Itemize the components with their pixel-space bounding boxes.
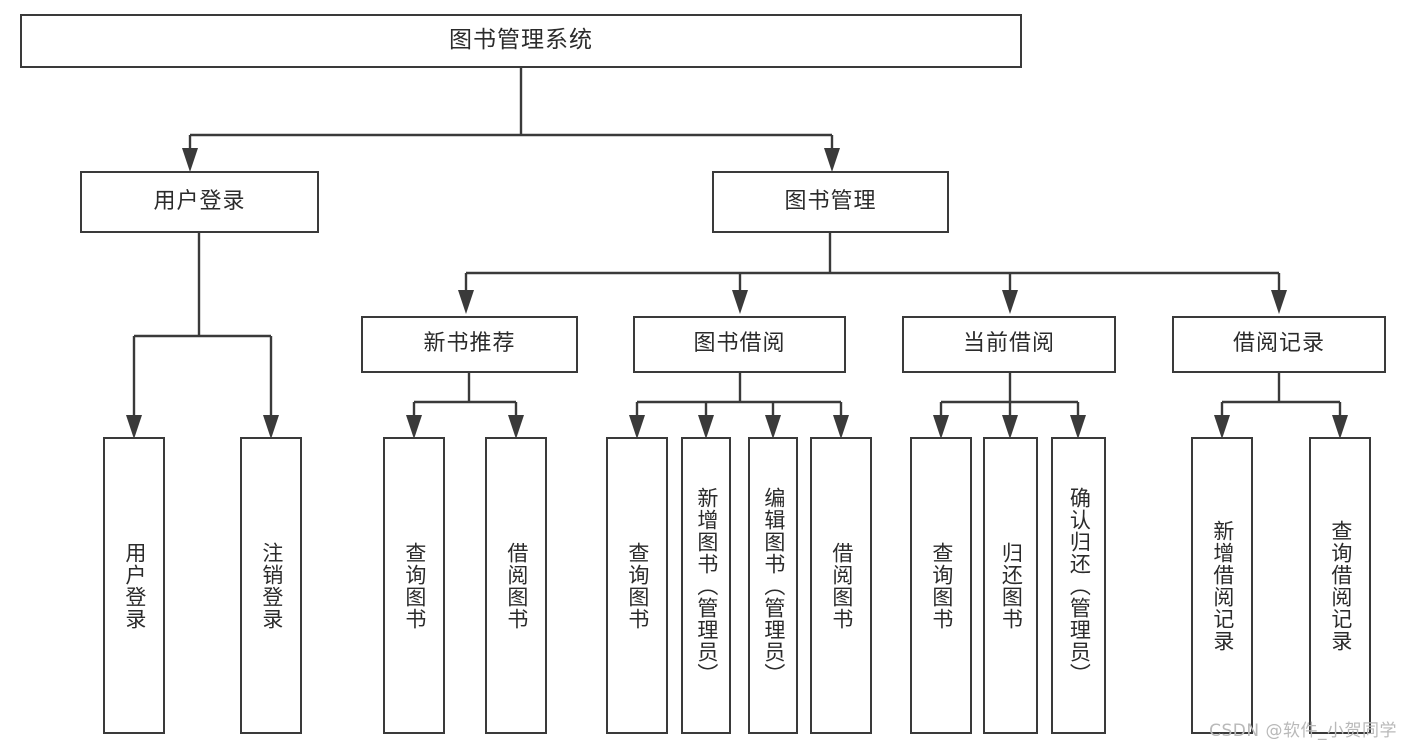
leaf-borrow-record-add-record[interactable]: 新增借阅记录 <box>1191 437 1253 734</box>
node-label: 查询图书 <box>402 541 427 630</box>
node-label: 借阅图书 <box>829 541 854 630</box>
node-label: 新增借阅记录 <box>1210 519 1235 652</box>
leaf-current-borrow-confirm-return-admin[interactable]: 确认归还（管理员） <box>1051 437 1106 734</box>
leaf-user-login-login[interactable]: 用户登录 <box>103 437 165 734</box>
node-label: 查询图书 <box>625 541 650 630</box>
node-label: 用户登录 <box>122 541 147 630</box>
node-current-borrow[interactable]: 当前借阅 <box>902 316 1116 373</box>
node-label: 新增图书（管理员） <box>694 486 719 685</box>
node-label: 确认归还（管理员） <box>1067 486 1092 685</box>
leaf-book-borrow-add-book-admin[interactable]: 新增图书（管理员） <box>681 437 731 734</box>
node-label: 用户登录 <box>153 188 246 214</box>
node-book-borrow[interactable]: 图书借阅 <box>633 316 846 373</box>
node-label: 图书管理系统 <box>449 27 593 54</box>
node-label: 借阅图书 <box>504 541 529 630</box>
node-book-management[interactable]: 图书管理 <box>712 171 949 233</box>
leaf-current-borrow-query-book[interactable]: 查询图书 <box>910 437 972 734</box>
node-label: 当前借阅 <box>962 331 1055 357</box>
node-root-book-management-system[interactable]: 图书管理系统 <box>20 14 1022 68</box>
leaf-new-book-query-book[interactable]: 查询图书 <box>383 437 445 734</box>
leaf-borrow-record-query-record[interactable]: 查询借阅记录 <box>1309 437 1371 734</box>
leaf-book-borrow-query-book[interactable]: 查询图书 <box>606 437 668 734</box>
node-label: 图书借阅 <box>693 331 786 357</box>
leaf-book-borrow-borrow-book[interactable]: 借阅图书 <box>810 437 872 734</box>
node-label: 借阅记录 <box>1232 331 1325 357</box>
node-label: 新书推荐 <box>423 331 516 357</box>
node-label: 归还图书 <box>999 541 1024 630</box>
node-user-login[interactable]: 用户登录 <box>80 171 319 233</box>
node-label: 查询图书 <box>929 541 954 630</box>
node-label: 注销登录 <box>259 541 284 630</box>
leaf-current-borrow-return-book[interactable]: 归还图书 <box>983 437 1038 734</box>
node-label: 图书管理 <box>784 188 877 214</box>
leaf-new-book-borrow-book[interactable]: 借阅图书 <box>485 437 547 734</box>
leaf-user-login-logout[interactable]: 注销登录 <box>240 437 302 734</box>
node-label: 查询借阅记录 <box>1328 519 1353 652</box>
node-new-book-recommend[interactable]: 新书推荐 <box>361 316 578 373</box>
leaf-book-borrow-edit-book-admin[interactable]: 编辑图书（管理员） <box>748 437 798 734</box>
node-borrow-record[interactable]: 借阅记录 <box>1172 316 1386 373</box>
node-label: 编辑图书（管理员） <box>761 486 786 685</box>
